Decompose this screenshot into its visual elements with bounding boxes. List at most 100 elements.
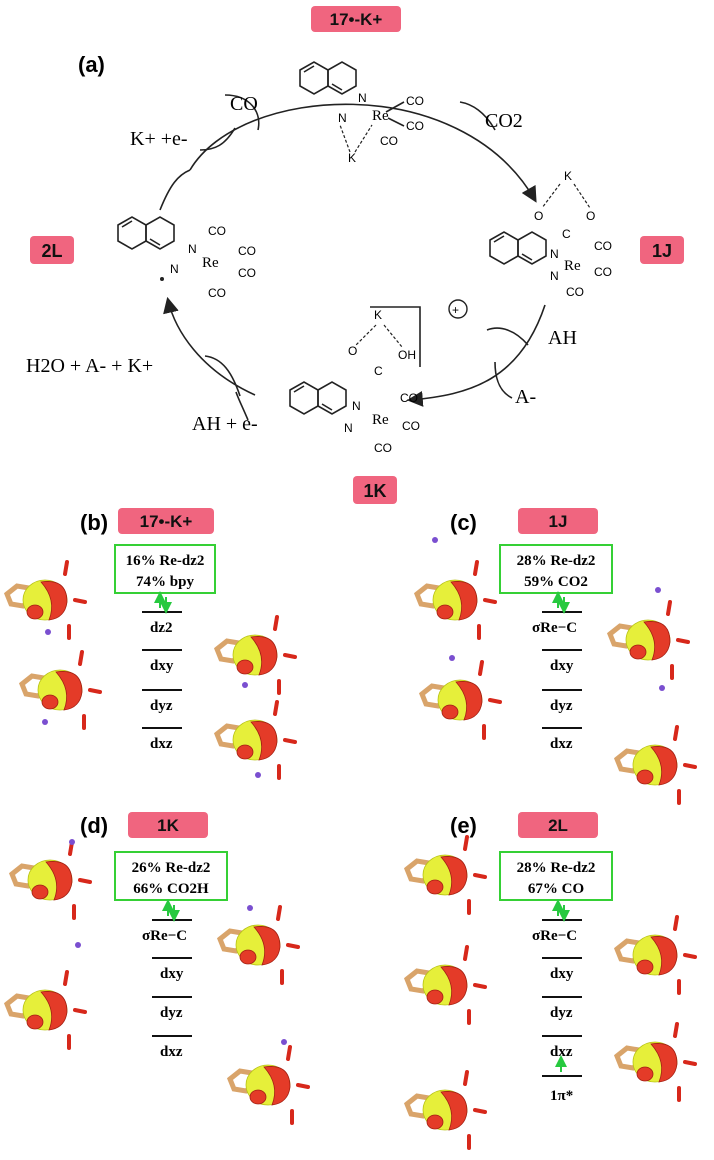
level-label: σRe−C xyxy=(532,620,577,636)
panel-c-box-line2: 59% CO2 xyxy=(524,574,588,590)
panel-a-label: (a) xyxy=(78,52,105,77)
panel-d-levels: σRe−C dxy dyz dxz xyxy=(142,899,192,1060)
molecule-right: K O O C N N Re CO CO CO xyxy=(489,169,612,299)
atom-co: CO xyxy=(566,285,584,299)
atom-k: K xyxy=(564,169,572,183)
atom-co: CO xyxy=(208,224,226,238)
atom-n: N xyxy=(188,242,197,256)
atom-n: N xyxy=(170,262,179,276)
panel-d-label: (d) xyxy=(80,813,108,838)
atom-plus: + xyxy=(452,303,459,317)
panel-e-label: (e) xyxy=(450,813,477,838)
atom-c: C xyxy=(562,227,571,241)
panel-b-box-line2: 74% bpy xyxy=(136,574,194,590)
level-label: dyz xyxy=(160,1005,183,1021)
badge-top-text: 17•-K+ xyxy=(330,10,383,29)
badge-bottom: 1K xyxy=(353,476,397,504)
badge-right-text: 1J xyxy=(652,241,672,261)
level-label: dz2 xyxy=(150,620,173,636)
panel-d: (d) 1K 26% Re-dz2 66% CO2H σRe−C dxy dyz… xyxy=(7,812,308,1123)
panel-c: (c) 1J 28% Re-dz2 59% CO2 σRe−C dxy dyz … xyxy=(417,508,695,803)
atom-co: CO xyxy=(406,94,424,108)
atom-co: CO xyxy=(380,134,398,148)
a-minus-arrow xyxy=(494,361,513,399)
level-label: dxy xyxy=(160,966,184,982)
level-label: dyz xyxy=(550,1005,573,1021)
badge-left-text: 2L xyxy=(41,241,62,261)
atom-n: N xyxy=(338,111,347,125)
atom-co: CO xyxy=(238,266,256,280)
atom-re: Re xyxy=(372,108,389,124)
panel-d-box-line1: 26% Re-dz2 xyxy=(132,860,211,876)
molecule-top: N N Re CO CO CO K xyxy=(299,61,424,165)
atom-k: K xyxy=(374,308,382,322)
badge-right: 1J xyxy=(640,236,684,264)
cycle-arrow-top xyxy=(189,103,537,203)
atom-k: K xyxy=(348,151,356,165)
co2-text: CO2 xyxy=(485,110,523,132)
atom-co: CO xyxy=(402,419,420,433)
badge-bottom-text: 1K xyxy=(363,481,386,501)
level-label: dxz xyxy=(550,736,573,752)
atom-oh: OH xyxy=(398,348,416,362)
h2o-arrow xyxy=(204,355,241,397)
panel-c-box xyxy=(499,544,613,594)
panel-e-badge: 2L xyxy=(548,816,568,835)
panel-b-box xyxy=(114,544,216,594)
level-label: 1π* xyxy=(550,1088,573,1104)
level-label: dxy xyxy=(550,966,574,982)
level-label: σRe−C xyxy=(142,928,187,944)
cycle-arrow-left xyxy=(159,169,191,211)
atom-co: CO xyxy=(238,244,256,258)
cycle-arrow-bottom xyxy=(163,296,256,396)
panel-e: (e) 2L 28% Re-dz2 67% CO σRe−C dxy dyz d… xyxy=(407,812,695,1148)
panel-b-levels: dz2 dxy dyz dxz xyxy=(142,591,182,752)
panel-b-box-line1: 16% Re-dz2 xyxy=(126,553,205,569)
molecule-bottom: K + O OH C N N Re CO CO CO xyxy=(289,299,468,455)
ah-e-text: AH + e- xyxy=(192,413,258,435)
level-label: dxz xyxy=(150,736,173,752)
ah-text: AH xyxy=(548,327,577,349)
panel-e-box xyxy=(499,851,613,901)
atom-re: Re xyxy=(372,412,389,428)
panel-c-levels: σRe−C dxy dyz dxz xyxy=(532,591,582,752)
k-e-arrow xyxy=(199,127,236,151)
level-label: dyz xyxy=(550,698,573,714)
panel-e-box-line2: 67% CO xyxy=(528,881,584,897)
level-label: σRe−C xyxy=(532,928,577,944)
k-e-text: K+ +e- xyxy=(130,128,188,150)
cycle-arrow-right xyxy=(406,304,546,407)
badge-left: 2L xyxy=(30,236,74,264)
panel-d-badge: 1K xyxy=(157,816,179,835)
atom-co: CO xyxy=(400,391,418,405)
level-label: dyz xyxy=(150,698,173,714)
panel-c-label: (c) xyxy=(450,510,477,535)
atom-c: C xyxy=(374,364,383,378)
a-minus-text: A- xyxy=(515,386,536,408)
badge-top: 17•-K+ xyxy=(311,6,401,32)
co2-arrow xyxy=(459,101,496,131)
atom-co: CO xyxy=(406,119,424,133)
atom-re: Re xyxy=(564,258,581,274)
atom-co: CO xyxy=(208,286,226,300)
atom-o: O xyxy=(348,344,357,358)
level-label: dxz xyxy=(550,1044,573,1060)
atom-re: Re xyxy=(202,255,219,271)
panel-e-box-line1: 28% Re-dz2 xyxy=(517,860,596,876)
panel-d-box xyxy=(114,851,228,901)
ah-arrow xyxy=(486,327,529,346)
level-label: dxz xyxy=(160,1044,183,1060)
ah-e-arrow xyxy=(235,391,249,421)
panel-b-badge: 17•-K+ xyxy=(140,512,193,531)
atom-o: O xyxy=(586,209,595,223)
atom-o: O xyxy=(534,209,543,223)
atom-n: N xyxy=(550,269,559,283)
atom-n: N xyxy=(550,247,559,261)
panel-b: (b) 17•-K+ 16% Re-dz2 74% bpy dz2 dxy dy… xyxy=(7,508,295,778)
panel-e-levels: σRe−C dxy dyz dxz 1π* xyxy=(532,899,582,1104)
atom-n: N xyxy=(358,91,367,105)
panel-d-box-line2: 66% CO2H xyxy=(133,881,209,897)
atom-co: CO xyxy=(594,265,612,279)
panel-c-badge: 1J xyxy=(549,512,568,531)
